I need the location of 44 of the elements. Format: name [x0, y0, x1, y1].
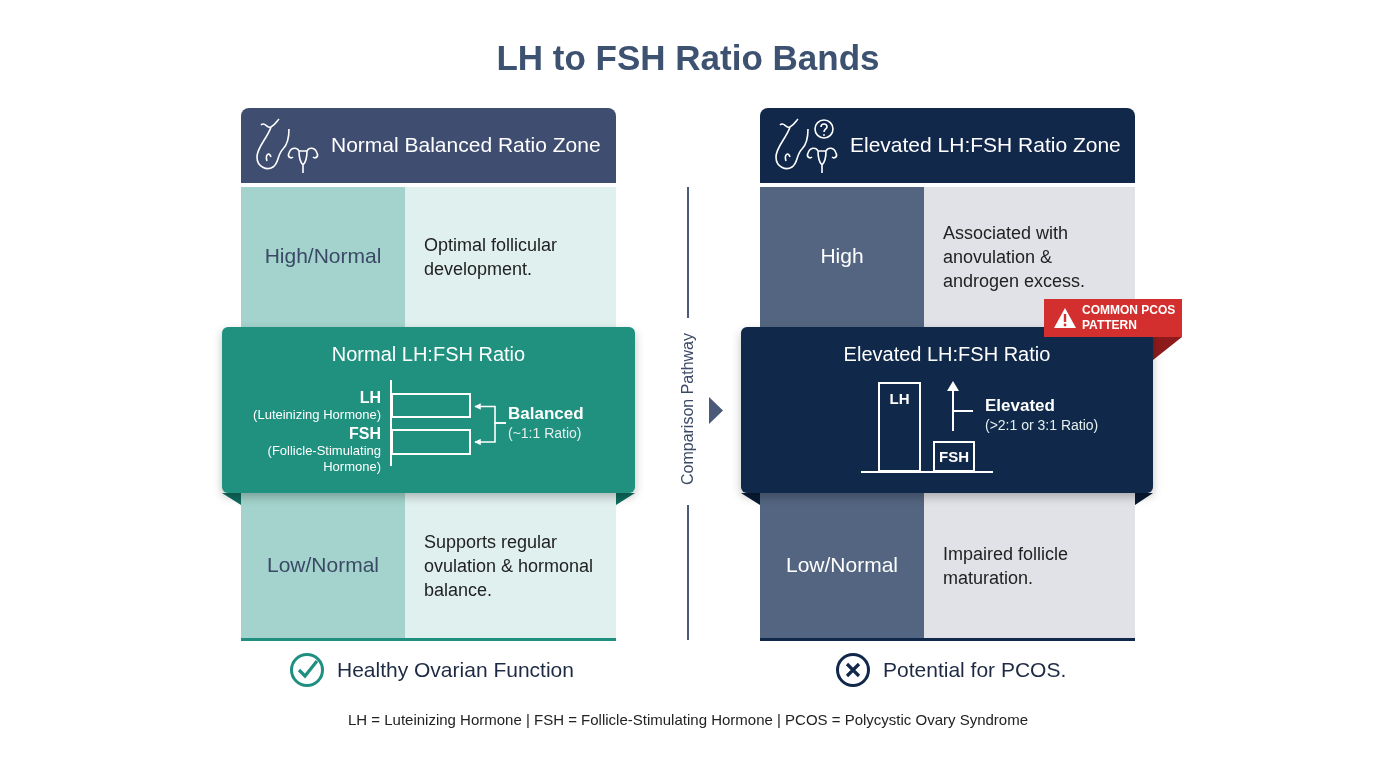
level-cell — [241, 187, 405, 327]
bar-label: LH — [888, 390, 911, 407]
panel-header — [760, 108, 1135, 183]
panel-header — [241, 108, 616, 183]
bar-label: FSH — [938, 448, 970, 465]
ratio-band — [741, 327, 1153, 493]
description-text: Associated with anovulation & androgen excess. — [943, 222, 1087, 293]
hormone-name: LH — [358, 390, 381, 406]
hormone-bar — [878, 382, 921, 472]
hormone-name: FSH — [348, 426, 381, 442]
description-cell — [924, 493, 1135, 638]
level-label: Low/Normal — [784, 552, 899, 577]
level-cell — [760, 493, 924, 638]
ratio-status: Balanced — [508, 404, 584, 424]
warning-badge — [1044, 299, 1182, 337]
ratio-band — [222, 327, 635, 493]
ratio-value: (>2:1 or 3:1 Ratio) — [985, 417, 1099, 433]
description-cell — [405, 493, 616, 638]
description-text: Optimal follicular development. — [424, 234, 559, 281]
level-label: High/Normal — [263, 244, 383, 268]
panel-heading: Elevated LH:FSH Ratio Zone — [850, 133, 1121, 157]
level-label: High — [819, 244, 865, 268]
level-label: Low/Normal — [265, 552, 380, 577]
ratio-value: (~1:1 Ratio) — [508, 425, 582, 441]
panel-heading: Normal Balanced Ratio Zone — [331, 133, 601, 157]
title: LH to FSH Ratio Bands — [495, 38, 881, 78]
hormone-bar — [933, 441, 975, 472]
level-cell — [241, 493, 405, 638]
description-cell — [924, 187, 1135, 327]
axis-label: Comparison Pathway — [679, 331, 697, 488]
outcome-label: Healthy Ovarian Function — [337, 658, 574, 682]
description-text: Impaired follicle maturation. — [943, 542, 1070, 590]
outcome-label: Potential for PCOS. — [883, 658, 1067, 682]
badge-text: COMMON PCOS PATTERN — [1082, 303, 1177, 333]
band-title: Normal LH:FSH Ratio — [330, 343, 527, 366]
band-title: Elevated LH:FSH Ratio — [842, 343, 1052, 366]
level-cell — [760, 187, 924, 327]
description-cell — [405, 187, 616, 327]
caption: LH = Luteinizing Hormone | FSH = Follicle-Stimulating Hormone | PCOS = Polycystic Ovary Syndrome — [346, 711, 1030, 728]
hormone-full-name: (Luteinizing Hormone) — [252, 407, 381, 423]
ratio-status: Elevated — [985, 396, 1055, 416]
connector-arrow — [474, 422, 507, 446]
hormone-full-name: (Follicle-Stimulating Hormone) — [266, 443, 381, 475]
description-text: Supports regular ovulation & hormonal balance. — [424, 530, 595, 602]
